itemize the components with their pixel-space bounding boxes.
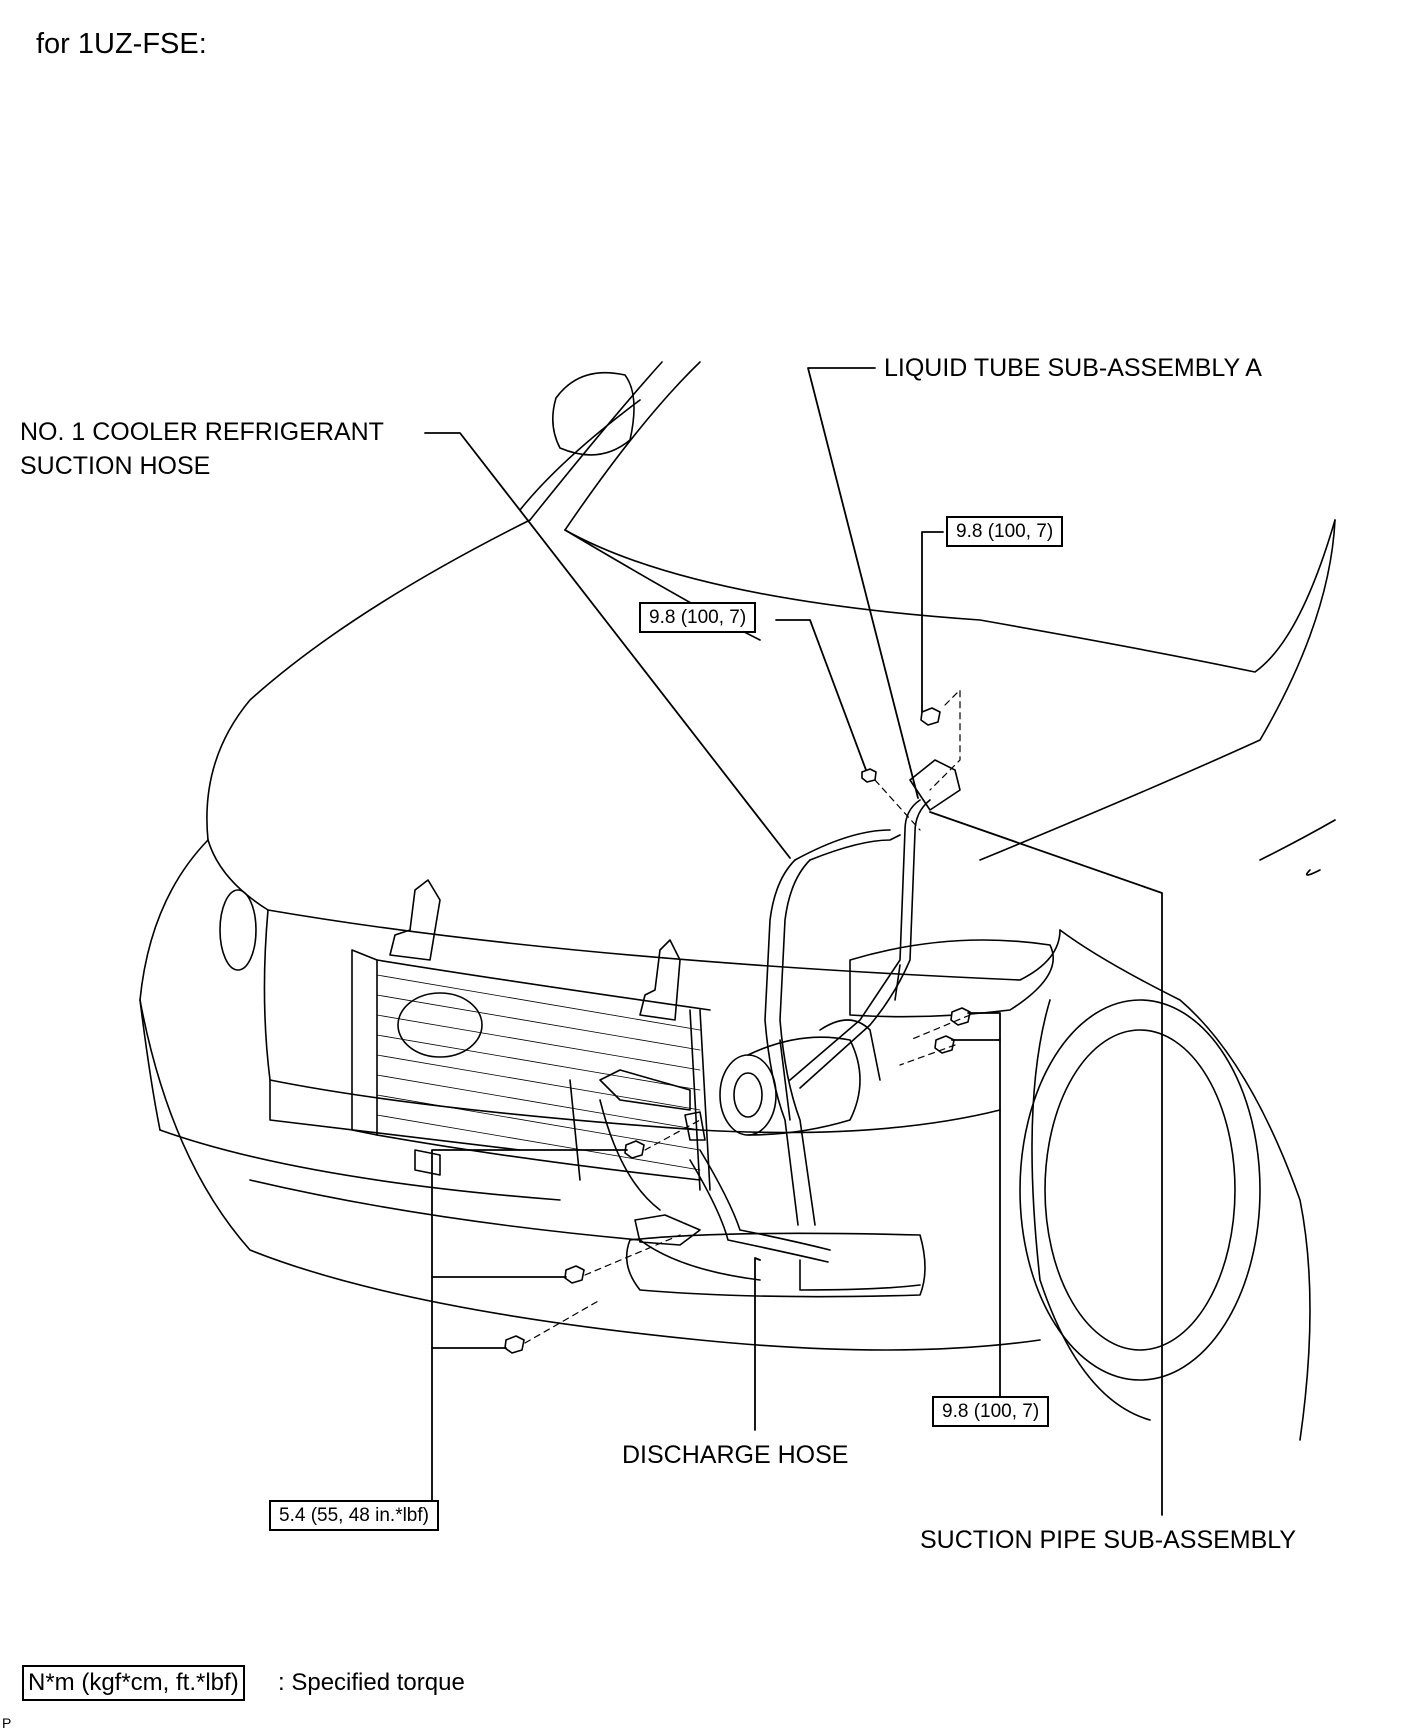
discharge-hose: [699, 1149, 831, 1251]
engine-label: for 1UZ-FSE:: [36, 28, 207, 60]
bolts: [504, 707, 971, 1354]
windshield-pillar: [564, 361, 701, 531]
leader-torque-mid: [775, 619, 867, 771]
suction-hose: [779, 859, 816, 1226]
torque-box-liquid-tube: 9.8 (100, 7): [946, 516, 1064, 547]
label-discharge-hose: DISCHARGE HOSE: [622, 1441, 849, 1469]
bolt-axes: [524, 689, 971, 1344]
compressor: [719, 1019, 881, 1136]
liquid-tube: [789, 799, 921, 1081]
leader-torque-top: [921, 531, 944, 713]
grille: [263, 909, 1001, 1134]
label-suction-hose-line2: SUCTION HOSE: [20, 452, 211, 480]
label-liquid-tube: LIQUID TUBE SUB-ASSEMBLY A: [884, 354, 1262, 382]
legend-torque-unit: N*m (kgf*cm, ft.*lbf): [22, 1665, 245, 1701]
leader-condenser-bolts: [431, 1149, 628, 1501]
label-suction-hose-line1: NO. 1 COOLER REFRIGERANT: [20, 418, 384, 446]
torque-box-suction-hose: 9.8 (100, 7): [639, 602, 757, 633]
front-wheel: [1019, 999, 1261, 1381]
legend-description: : Specified torque: [278, 1669, 465, 1696]
headlamp: [849, 939, 1054, 1018]
leader-suction-pipe: [929, 811, 1163, 1516]
leader-compressor-bolts: [967, 1012, 1001, 1411]
torque-box-compressor: 9.8 (100, 7): [932, 1396, 1050, 1427]
leader-lines: [424, 367, 1163, 1516]
leader-discharge-hose: [754, 1257, 761, 1431]
bumper: [139, 999, 1041, 1351]
hood-outline: [564, 519, 1336, 673]
leader-liquid-tube: [807, 367, 919, 799]
hoses: [599, 759, 961, 1263]
footer-code: P: [2, 1715, 12, 1731]
fender: [979, 519, 1336, 861]
fog-lamp: [625, 1232, 926, 1298]
torque-box-condenser: 5.4 (55, 48 in.*lbf): [269, 1500, 439, 1531]
leader-suction-hose: [424, 432, 791, 859]
label-suction-pipe: SUCTION PIPE SUB-ASSEMBLY: [920, 1526, 1297, 1554]
